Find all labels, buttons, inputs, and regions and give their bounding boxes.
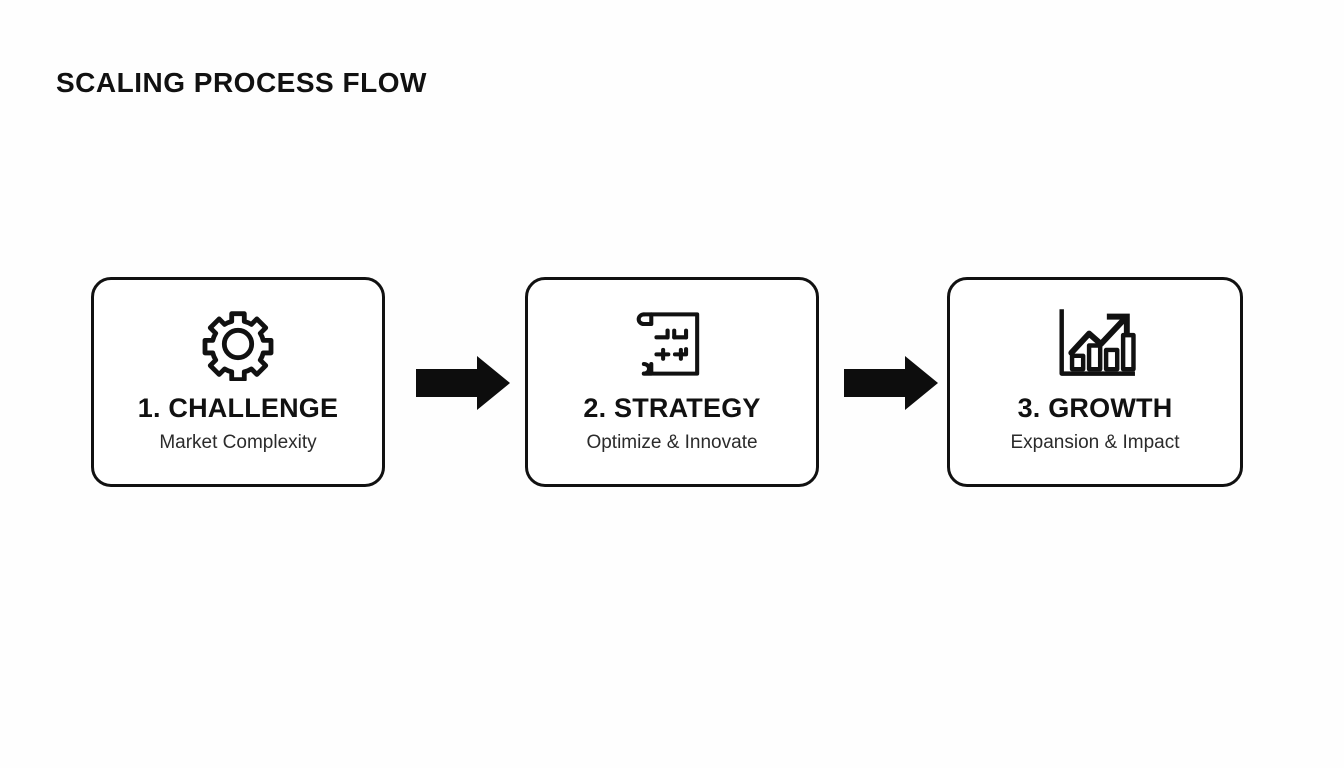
step-title: 1. CHALLENGE xyxy=(137,393,339,423)
blueprint-icon xyxy=(633,308,711,380)
arrow-right-icon xyxy=(415,355,511,411)
gear-icon xyxy=(201,308,275,381)
growth-chart-icon xyxy=(1053,308,1137,380)
step-card-strategy[interactable]: 2. STRATEGY Optimize & Innovate xyxy=(525,277,819,487)
step-title: 3. GROWTH xyxy=(1017,393,1173,423)
arrow-right-icon xyxy=(843,355,939,411)
page-title: SCALING PROCESS FLOW xyxy=(56,67,427,98)
step-card-challenge[interactable]: 1. CHALLENGE Market Complexity xyxy=(91,277,385,487)
step-subtitle: Market Complexity xyxy=(159,431,317,453)
step-title: 2. STRATEGY xyxy=(583,393,761,423)
step-card-growth[interactable]: 3. GROWTH Expansion & Impact xyxy=(947,277,1243,487)
process-flow-row: 1. CHALLENGE Market Complexity xyxy=(0,277,1344,489)
step-subtitle: Optimize & Innovate xyxy=(586,431,758,453)
step-subtitle: Expansion & Impact xyxy=(1010,431,1180,453)
